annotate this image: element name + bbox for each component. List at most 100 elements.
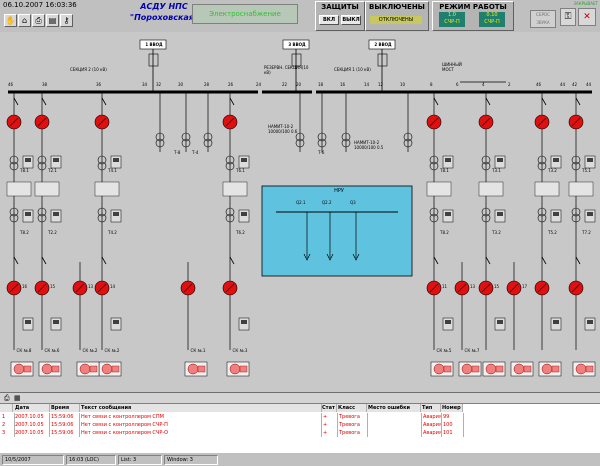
transformer-top-l-1[interactable] [37, 155, 47, 165]
bus-number-21: 44 [560, 82, 566, 87]
bus-number-5: 30 [178, 82, 184, 87]
breaker-top-l-2-mark [97, 117, 107, 127]
disconnector-mid-r-2[interactable] [541, 256, 547, 265]
home-icon[interactable]: ⌂ [18, 14, 31, 27]
npu-item-2: Q2.2 [322, 200, 332, 205]
transformer-top-r-1[interactable] [481, 155, 491, 165]
disconnector-mid-r-3[interactable] [575, 256, 581, 265]
breaker-low-1-mark [183, 283, 193, 293]
motor-low-0-outlet [89, 365, 98, 373]
disconnector-top-l-1[interactable] [41, 97, 47, 106]
disabled-indicator[interactable]: ОТКЛЮЧЕНЫ [370, 16, 422, 24]
aux-transformer-r-3-winding [403, 138, 413, 148]
disconnector-top-r-0[interactable] [433, 97, 439, 106]
disconnector-top-l-0[interactable] [13, 97, 19, 106]
disconnector-mid-l-0[interactable] [13, 256, 19, 265]
exit-icon[interactable]: ✕ [578, 8, 596, 26]
login-icon[interactable]: ⚿ [560, 8, 576, 26]
aux-transformer-1[interactable] [181, 132, 191, 142]
aux-transformer-r-3[interactable] [403, 132, 413, 142]
relay-panel-r-1[interactable] [478, 181, 504, 197]
input-feeder-1[interactable] [139, 39, 167, 92]
reset-sound-button[interactable]: СБРОС ЗВУКА [530, 10, 556, 28]
transformer-top-label-4: Т8.1 [440, 168, 449, 173]
bus-number-13: 14 [364, 82, 370, 87]
relay-panel-r-3[interactable] [568, 181, 594, 197]
transformer-top-r-3[interactable] [571, 155, 581, 165]
disconnector-mid-l-1[interactable] [41, 256, 47, 265]
bus-number-16: 8 [430, 82, 433, 87]
transformer-bot-r-3-winding [571, 213, 581, 223]
transformer-bot-l-3[interactable] [225, 207, 235, 217]
disconnector-mid-r-1[interactable] [485, 256, 491, 265]
transformer-bot-r-3[interactable] [571, 207, 581, 217]
disconnector-top-r-3[interactable] [575, 97, 581, 106]
bus-number-9: 22 [282, 82, 288, 87]
aux-transformer-r-1[interactable] [317, 132, 327, 142]
protection-off-button[interactable]: ВЫКЛ [341, 15, 361, 25]
log-filter-icon[interactable]: ▦ [14, 394, 21, 402]
npu-item-1: Q2.1 [296, 200, 306, 205]
npu-panel[interactable] [261, 185, 413, 277]
transformer-top-l-3[interactable] [225, 155, 235, 165]
breaker-bot-label-0: 16 [22, 284, 28, 289]
transformer-bot-l-2[interactable] [97, 207, 107, 217]
transformer-top-l-2[interactable] [97, 155, 107, 165]
hand-icon[interactable]: ✋ [4, 14, 17, 27]
disconnector-top-r-1[interactable] [485, 97, 491, 106]
aux-transformer-0[interactable] [155, 132, 165, 142]
input-feeder-3[interactable] [282, 39, 310, 92]
key-icon[interactable]: ⚷ [60, 14, 73, 27]
aux-transformer-r-0[interactable] [295, 132, 305, 142]
bus-number-10: 20 [296, 82, 302, 87]
transformer-top-r-0[interactable] [429, 155, 439, 165]
relay-panel-l-1[interactable] [34, 181, 60, 197]
transformer-bot-r-1[interactable] [481, 207, 491, 217]
transformer-bot-l-0-winding [9, 213, 19, 223]
power-supply-button[interactable]: Электроснабжение [192, 4, 298, 24]
transformer-bot-r-0[interactable] [429, 207, 439, 217]
disconnector-mid-l-3[interactable] [229, 256, 235, 265]
disconnector-mid-r-0[interactable] [433, 256, 439, 265]
aux-transformer-r-2[interactable] [341, 132, 351, 142]
table-cell: + [321, 413, 338, 421]
relay-panel-r-0[interactable] [426, 181, 452, 197]
table-cell: 2007.10.05 [13, 429, 50, 437]
input-feeder-2[interactable] [368, 39, 396, 92]
transformer-top-r-2-winding [537, 161, 547, 171]
disconnector-top-l-3[interactable] [229, 97, 235, 106]
table-cell: 101 [441, 429, 464, 437]
transformer-bot-label-5: Т3.2 [492, 230, 501, 235]
log-print-icon[interactable]: ⎙ [4, 394, 10, 402]
printer-icon[interactable]: ⎙ [32, 14, 45, 27]
document-icon[interactable]: ▤ [46, 14, 59, 27]
reserve-section-label: РЕЗЕРВН. СЕКЦИЯ(10 кВ) [264, 65, 309, 75]
transformer-top-l-0[interactable] [9, 155, 19, 165]
transformer-bot-r-2[interactable] [537, 207, 547, 217]
motor-label-7: СК №.7 [464, 348, 480, 353]
disconnector-top-r-2[interactable] [541, 97, 547, 106]
transformer-bot-r-0-winding [429, 213, 439, 223]
breaker-bot-label-2: 13 [88, 284, 94, 289]
message-log: ⎙ ▦ Дата Время Текст сообщения Стат Клас… [0, 392, 600, 453]
relay-panel-l-3[interactable] [222, 181, 248, 197]
disconnector-top-l-2[interactable] [101, 97, 107, 106]
relay-panel-l-2[interactable] [94, 181, 120, 197]
transformer-bot-label-2: Т4.2 [108, 230, 117, 235]
protection-on-button[interactable]: ВКЛ [319, 15, 339, 25]
transformer-bot-l-1[interactable] [37, 207, 47, 217]
transformer-bot-l-0[interactable] [9, 207, 19, 217]
relay-panel-l-0[interactable] [6, 181, 32, 197]
disconnector-mid-l-2[interactable] [101, 256, 107, 265]
relay-panel-r-2[interactable] [534, 181, 560, 197]
aux-transformer-2[interactable] [203, 132, 213, 142]
aux-transformer-r-0-winding [295, 138, 305, 148]
table-cell: + [321, 429, 338, 437]
motor-label-5: СК №.3 [232, 348, 248, 353]
transformer-top-r-2[interactable] [537, 155, 547, 165]
